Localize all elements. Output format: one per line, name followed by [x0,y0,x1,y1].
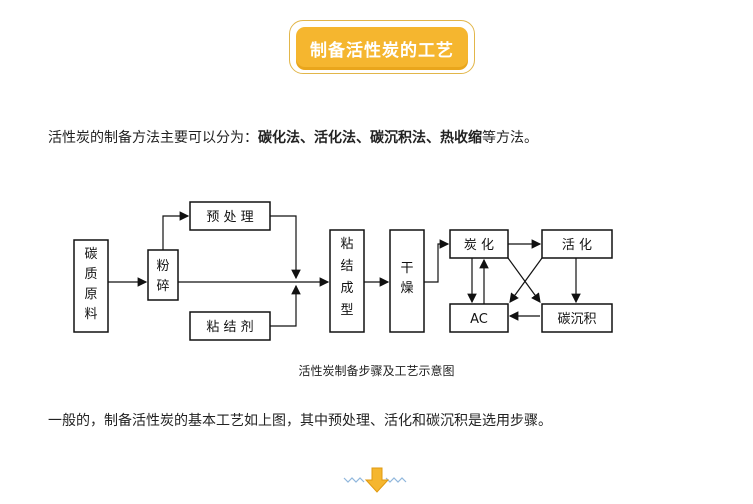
method-3: 碳沉积法 [370,130,426,146]
box-crush [147,249,179,301]
title-badge: 制备活性炭的工艺 [289,20,475,74]
label-activate: 活 化 [562,238,592,253]
label-ac: AC [470,312,488,327]
section-title: 制备活性炭的工艺 [310,41,454,61]
box-activate [541,229,613,259]
box-carbonize [449,229,509,259]
label-crush-2: 碎 [156,279,169,294]
intro-suffix: 等方法。 [482,130,538,146]
label-raw-2: 质 [84,267,97,282]
box-pretreat [189,201,271,231]
box-deposit [541,303,613,333]
label-carbonize: 炭 化 [464,238,494,253]
label-crush-1: 粉 [156,259,169,274]
label-form-3: 成 [340,281,353,296]
label-pretreat: 预 处 理 [206,210,253,225]
label-dry-1: 干 [400,261,413,276]
box-forming [329,229,365,333]
intro-paragraph: 活性炭的制备方法主要可以分为：碳化法、活化法、碳沉积法、热收缩等方法。 [48,127,538,147]
sep-3: 、 [426,130,440,146]
diagram-caption: 活性炭制备步骤及工艺示意图 [298,364,455,378]
intro-prefix: 活性炭的制备方法主要可以分为： [48,130,258,146]
method-2: 活化法 [314,130,356,146]
label-form-2: 结 [340,259,353,274]
title-badge-fill: 制备活性炭的工艺 [296,27,468,67]
label-dry-2: 燥 [400,281,413,296]
label-form-1: 粘 [340,237,353,252]
box-ac [449,303,509,333]
sep-2: 、 [356,130,370,146]
label-raw-3: 原 [84,287,97,302]
method-4: 热收缩 [440,130,482,146]
process-diagram: 碳 质 原 料 粉 碎 粘 结 成 型 干 燥 预 处 理 粘 结 剂 炭 化 … [73,201,613,341]
label-form-4: 型 [340,303,353,318]
label-binder: 粘 结 剂 [206,320,253,335]
sep-1: 、 [300,130,314,146]
down-arrow-icon [343,467,407,493]
method-1: 碳化法 [258,130,300,146]
box-raw-material [73,239,109,333]
body-paragraph: 一般的，制备活性炭的基本工艺如上图，其中预处理、活化和碳沉积是选用步骤。 [48,413,552,429]
box-drying [389,229,425,333]
connectors [108,211,581,327]
label-raw-1: 碳 [84,247,97,262]
label-raw-4: 料 [84,307,97,322]
label-deposit: 碳沉积 [557,312,596,327]
